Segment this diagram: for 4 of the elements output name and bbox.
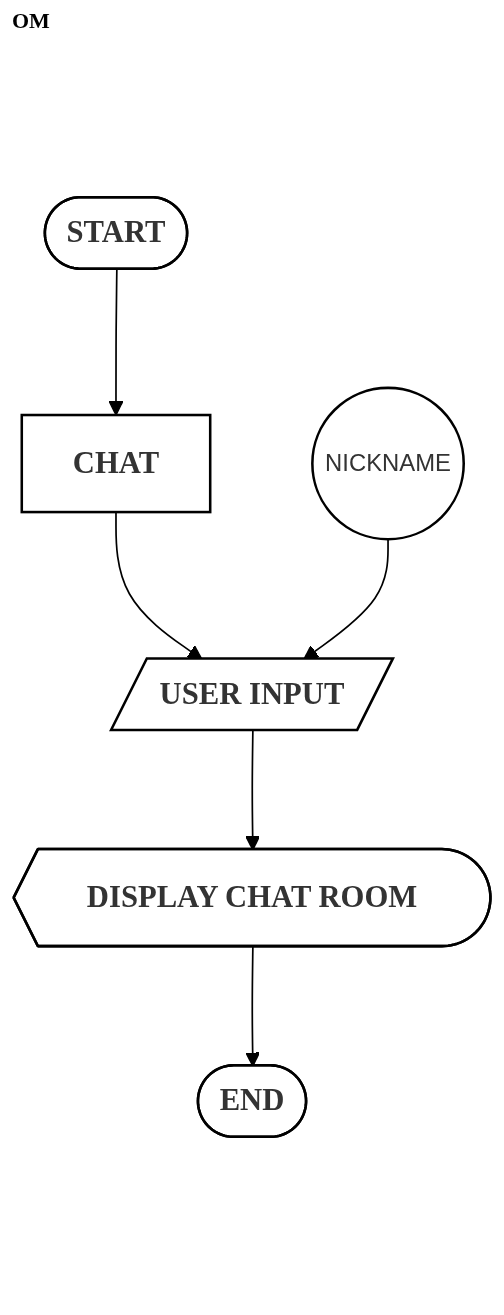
arrow (108, 268, 124, 416)
node-box: CHAT (20, 413, 212, 514)
title: OM (11, 7, 51, 35)
node-circle: NICKNAME (311, 386, 465, 541)
